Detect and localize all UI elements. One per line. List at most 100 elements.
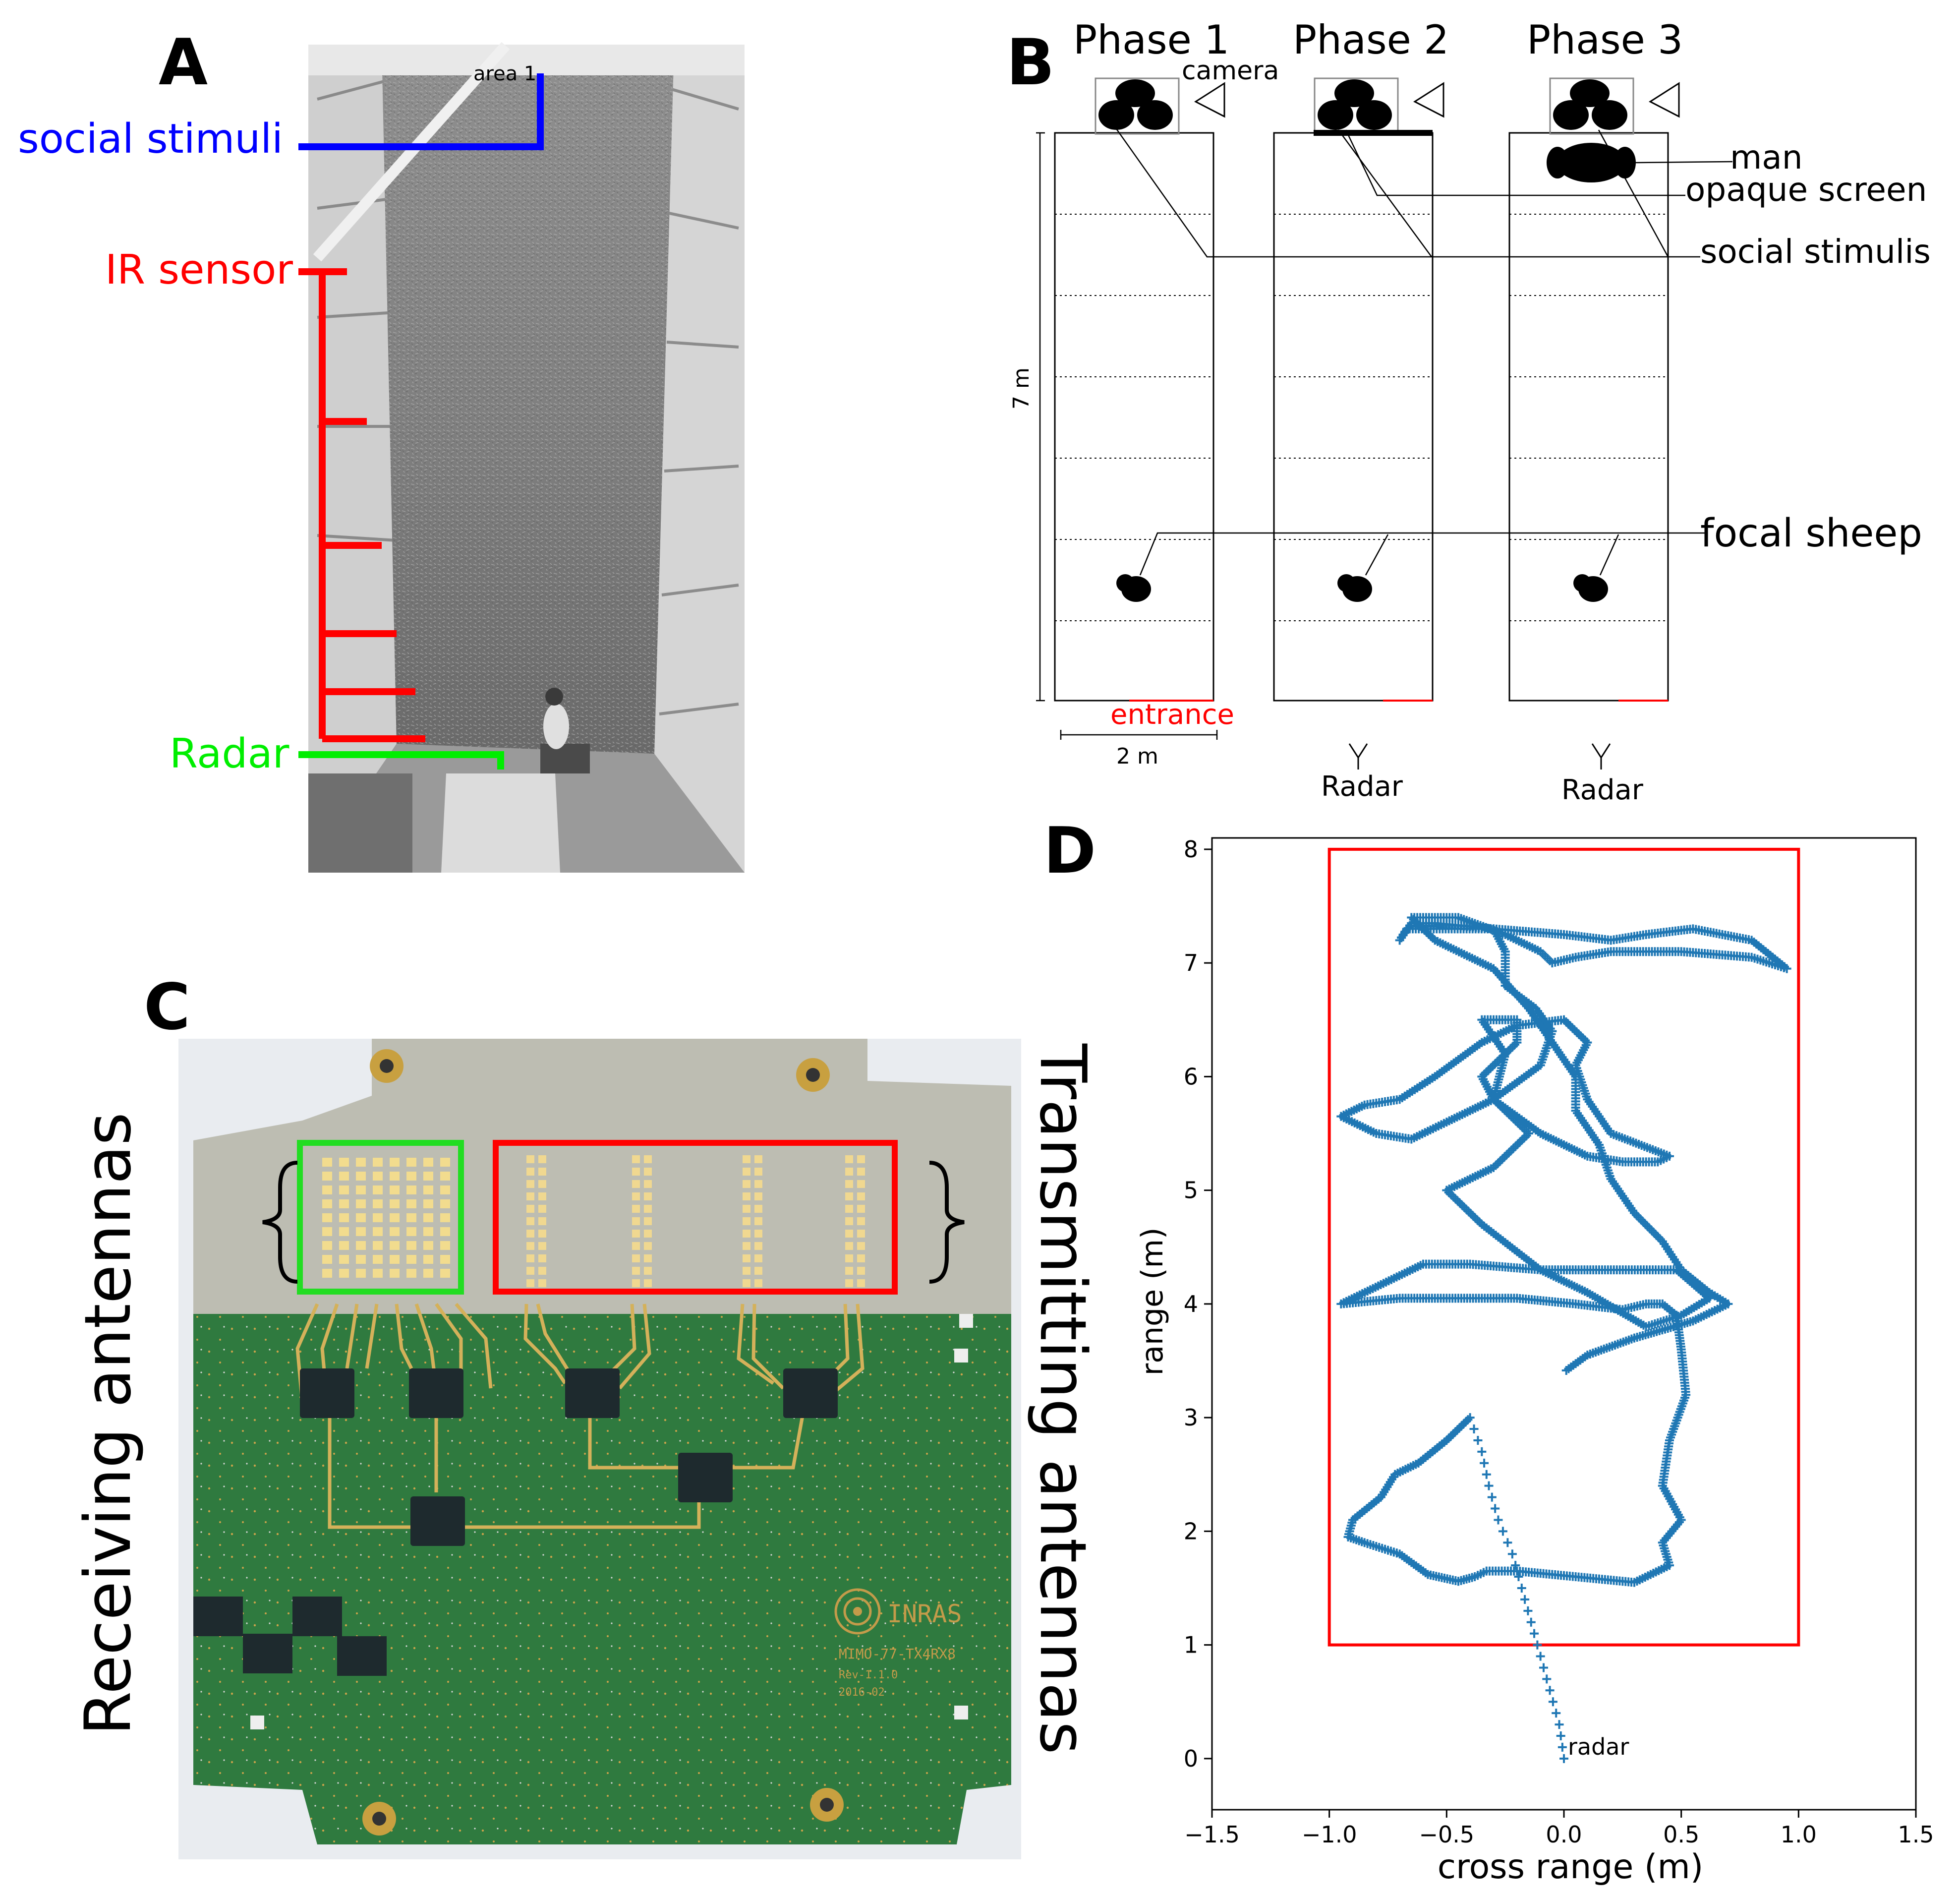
track-point (1533, 1640, 1542, 1650)
tx-patch (857, 1279, 865, 1287)
track-point (1507, 1549, 1517, 1559)
track-point (1511, 1561, 1520, 1570)
radar-board-photo: INRAS MIMO-77-TX4RX8 Rev-1.1.0 2016-02 (178, 1039, 1021, 1859)
ir-sensor-label: IR sensor (105, 246, 293, 294)
tx-patch (526, 1242, 534, 1250)
track-point (1523, 1606, 1533, 1615)
radar-label-a: Radar (170, 730, 289, 777)
y-tick-label: 7 (1184, 949, 1198, 976)
tx-patch (644, 1242, 652, 1250)
track-point (1556, 1731, 1565, 1740)
rx-brace (262, 1161, 298, 1284)
rx-patch (322, 1199, 332, 1208)
rx-patch (322, 1172, 332, 1181)
rx-patch (339, 1213, 349, 1222)
radar-label-b-1: Radar (1321, 770, 1403, 803)
rx-patch (339, 1227, 349, 1236)
rx-patch (440, 1227, 450, 1236)
rx-patch (390, 1158, 400, 1167)
phase-1-label: Phase 1 (1073, 17, 1229, 63)
panel-b: B Phase 1 Phase 2 Phase 3 camera (1006, 17, 1931, 806)
tx-patch (845, 1180, 853, 1188)
rx-patch (339, 1185, 349, 1194)
tx-antennas-label: Transmitting antennas (1026, 1043, 1099, 1754)
tx-patch (526, 1168, 534, 1176)
rx-patch (356, 1158, 366, 1167)
tx-patch (632, 1279, 640, 1287)
area-1-label: area 1 (473, 62, 536, 85)
leader-lines (1108, 118, 1733, 576)
tx-patch (743, 1192, 750, 1200)
rx-patch (423, 1158, 433, 1167)
tx-patch (743, 1267, 750, 1275)
rx-patch (356, 1172, 366, 1181)
tx-patch (754, 1217, 762, 1225)
tx-patch (644, 1217, 652, 1225)
tx-patch (526, 1180, 534, 1188)
track-point (1477, 1447, 1487, 1456)
tx-patch (743, 1230, 750, 1238)
track-point (1514, 1572, 1523, 1582)
y-tick-label: 3 (1184, 1404, 1198, 1431)
tx-patch (632, 1205, 640, 1213)
tx-antenna-array (526, 1155, 865, 1287)
y-tick-label: 8 (1184, 836, 1198, 863)
tx-highlight-box (493, 1140, 898, 1295)
x-tick-label: 0.5 (1663, 1821, 1699, 1848)
rx-patch (373, 1158, 383, 1167)
rx-patch (390, 1227, 400, 1236)
rx-patch (322, 1185, 332, 1194)
rx-patch (322, 1213, 332, 1222)
focal-sheep-1 (1116, 574, 1151, 602)
tx-patch (632, 1155, 640, 1163)
rx-patch (322, 1269, 332, 1278)
rx-patch (440, 1269, 450, 1278)
tx-patch (857, 1267, 865, 1275)
track-point (1536, 1652, 1545, 1661)
rx-patch (406, 1213, 416, 1222)
rx-antenna-array (322, 1158, 450, 1278)
tx-patch (754, 1254, 762, 1262)
tx-patch (743, 1168, 750, 1176)
corridor-3 (1508, 132, 1669, 702)
tx-patch (754, 1267, 762, 1275)
rx-patch (423, 1241, 433, 1250)
width-label: 2 m (1116, 744, 1158, 769)
radar-icon (1348, 743, 1611, 770)
corridor-1 (1054, 132, 1214, 702)
rx-patch (440, 1241, 450, 1250)
trajectory-series (1336, 913, 1791, 1763)
tx-patch (632, 1217, 640, 1225)
y-tick-label: 6 (1184, 1063, 1198, 1090)
rx-patch (406, 1241, 416, 1250)
tx-patch (857, 1155, 865, 1163)
rx-patch (440, 1213, 450, 1222)
dimension-7m (1036, 132, 1045, 702)
y-tick-label: 0 (1184, 1745, 1198, 1772)
rx-patch (423, 1199, 433, 1208)
track-point (1480, 1458, 1489, 1468)
rx-patch (390, 1199, 400, 1208)
tx-patch (538, 1168, 546, 1176)
tx-patch (743, 1180, 750, 1188)
tx-patch (526, 1192, 534, 1200)
track-point (1548, 1697, 1557, 1707)
rx-patch (423, 1255, 433, 1264)
phase-1-stimulus-box (1095, 77, 1225, 135)
track-point (1561, 1365, 1571, 1375)
rx-patch (356, 1241, 366, 1250)
chart-ylabel: range (m) (1135, 1228, 1170, 1376)
rx-patch (373, 1213, 383, 1222)
height-label: 7 m (1009, 367, 1034, 410)
phase-3-stimulus-box (1547, 77, 1680, 182)
track-point (1482, 1470, 1491, 1479)
tx-patch (845, 1205, 853, 1213)
tx-patch (632, 1230, 640, 1238)
tx-patch (754, 1180, 762, 1188)
tx-patch (754, 1192, 762, 1200)
tx-patch (538, 1217, 546, 1225)
tx-patch (538, 1205, 546, 1213)
tx-patch (845, 1168, 853, 1176)
tx-patch (857, 1230, 865, 1238)
